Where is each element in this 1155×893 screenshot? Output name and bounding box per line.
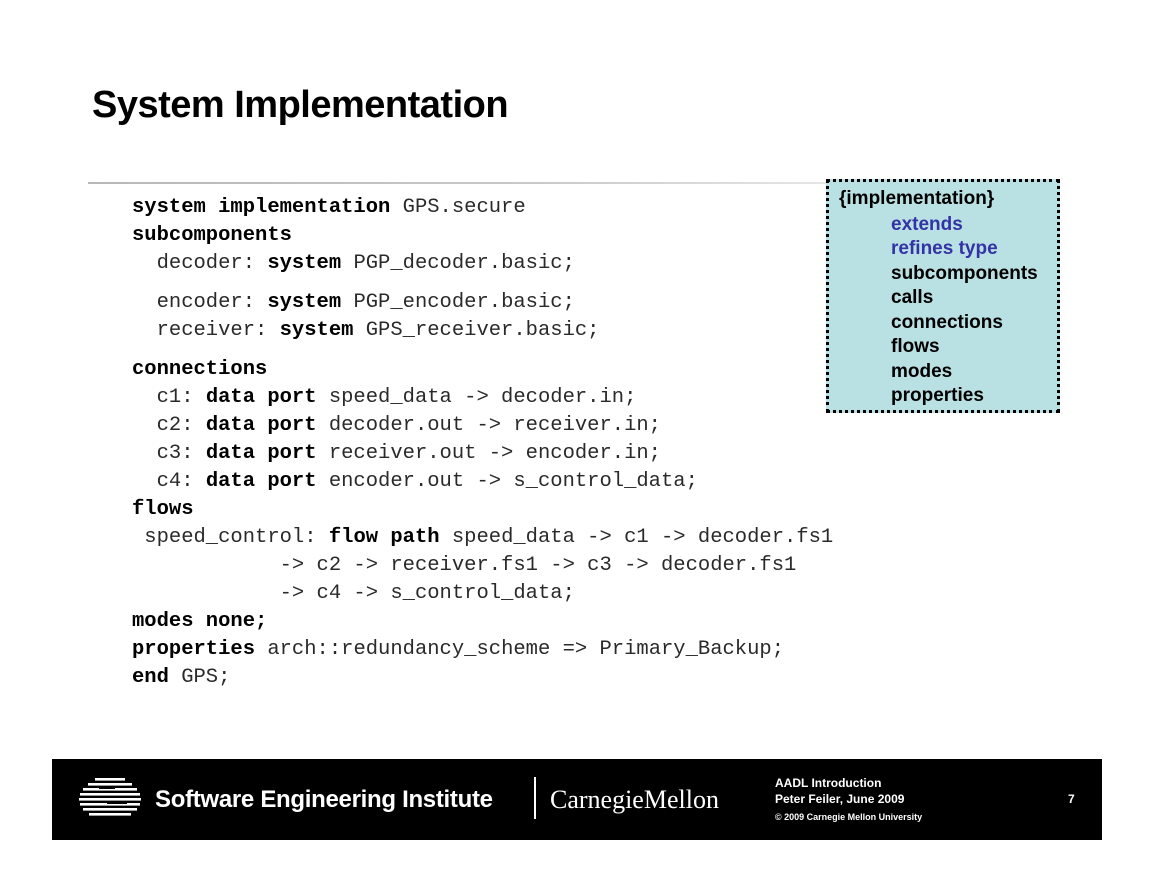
code-line: encoder: system PGP_encoder.basic; bbox=[132, 291, 575, 314]
code-line: receiver: system GPS_receiver.basic; bbox=[132, 319, 600, 342]
code-line: flows bbox=[132, 498, 194, 521]
code-keyword: data port bbox=[205, 414, 317, 437]
sei-logo-icon bbox=[79, 778, 141, 816]
code-keyword: subcomponents bbox=[132, 224, 292, 247]
code-line: c4: data port encoder.out -> s_control_d… bbox=[132, 470, 698, 493]
code-text: speed_control: bbox=[132, 526, 329, 549]
copyright: © 2009 Carnegie Mellon University bbox=[775, 812, 923, 822]
code-keyword: end bbox=[132, 666, 169, 689]
code-text: receiver: bbox=[132, 319, 280, 342]
box-item-extends: extends bbox=[891, 214, 963, 235]
code-text: c2: bbox=[132, 414, 206, 437]
code-keyword: connections bbox=[132, 358, 268, 381]
box-item-subcomponents: subcomponents bbox=[891, 263, 1038, 284]
code-keyword: data port bbox=[205, 470, 317, 493]
code-text: GPS_receiver.basic; bbox=[353, 319, 600, 342]
code-text: c1: bbox=[132, 386, 206, 409]
code-text: c3: bbox=[132, 442, 206, 465]
code-line: speed_control: flow path speed_data -> c… bbox=[132, 526, 833, 549]
code-line: c3: data port receiver.out -> encoder.in… bbox=[132, 442, 661, 465]
code-text: c4: bbox=[132, 470, 206, 493]
code-keyword: flows bbox=[132, 498, 194, 521]
code-line: connections bbox=[132, 358, 267, 381]
code-text: GPS; bbox=[168, 666, 231, 689]
box-item-flows: flows bbox=[891, 336, 940, 357]
code-line: c1: data port speed_data -> decoder.in; bbox=[132, 386, 637, 409]
code-text: encoder.out -> s_control_data; bbox=[316, 470, 698, 493]
code-line: c2: data port decoder.out -> receiver.in… bbox=[132, 414, 661, 437]
box-item-properties: properties bbox=[891, 385, 984, 406]
code-keyword: modes none; bbox=[132, 610, 268, 633]
course-title: AADL Introduction bbox=[775, 776, 882, 790]
code-keyword: flow path bbox=[328, 526, 440, 549]
code-line: -> c2 -> receiver.fs1 -> c3 -> decoder.f… bbox=[132, 554, 797, 577]
footer-bar: Software Engineering Institute CarnegieM… bbox=[52, 759, 1102, 840]
code-text: decoder: bbox=[132, 252, 268, 275]
code-line: decoder: system PGP_decoder.basic; bbox=[132, 252, 575, 275]
cmu-logo: CarnegieMellon bbox=[550, 785, 719, 814]
code-text: PGP_decoder.basic; bbox=[341, 252, 575, 275]
slide-title: System Implementation bbox=[92, 84, 509, 126]
code-line: system implementation GPS.secure bbox=[132, 196, 526, 219]
code-text: speed_data -> decoder.in; bbox=[316, 386, 637, 409]
code-text: GPS.secure bbox=[390, 196, 526, 219]
code-line: -> c4 -> s_control_data; bbox=[132, 582, 575, 605]
code-keyword: data port bbox=[205, 442, 317, 465]
code-line: properties arch::redundancy_scheme => Pr… bbox=[132, 638, 784, 661]
code-line: end GPS; bbox=[132, 666, 230, 689]
code-text: -> c2 -> receiver.fs1 -> c3 -> decoder.f… bbox=[132, 554, 797, 577]
page-number: 7 bbox=[1068, 792, 1075, 806]
box-item-connections: connections bbox=[891, 312, 1003, 333]
sei-name: Software Engineering Institute bbox=[155, 786, 493, 813]
code-keyword: system bbox=[267, 291, 342, 314]
code-text: PGP_encoder.basic; bbox=[341, 291, 575, 314]
box-item-refines-type: refines type bbox=[891, 238, 998, 259]
code-keyword: properties bbox=[132, 638, 256, 661]
title-divider bbox=[88, 182, 828, 184]
code-keyword: system bbox=[267, 252, 342, 275]
code-keyword: data port bbox=[205, 386, 317, 409]
code-text: receiver.out -> encoder.in; bbox=[316, 442, 661, 465]
author-date: Peter Feiler, June 2009 bbox=[775, 792, 905, 806]
code-text: -> c4 -> s_control_data; bbox=[132, 582, 575, 605]
code-line: subcomponents bbox=[132, 224, 292, 247]
box-item-modes: modes bbox=[891, 361, 953, 382]
code-keyword: system bbox=[279, 319, 354, 342]
box-header: {implementation} bbox=[839, 188, 995, 209]
code-keyword: system implementation bbox=[132, 196, 391, 219]
code-text: speed_data -> c1 -> decoder.fs1 bbox=[439, 526, 834, 549]
code-line: modes none; bbox=[132, 610, 267, 633]
code-text: decoder.out -> receiver.in; bbox=[316, 414, 661, 437]
code-text: arch::redundancy_scheme => Primary_Backu… bbox=[255, 638, 785, 661]
implementation-keywords-box: {implementation} extends refines type subc… bbox=[826, 179, 1060, 413]
footer-divider bbox=[534, 777, 536, 819]
box-item-calls: calls bbox=[891, 287, 934, 308]
code-text: encoder: bbox=[132, 291, 268, 314]
